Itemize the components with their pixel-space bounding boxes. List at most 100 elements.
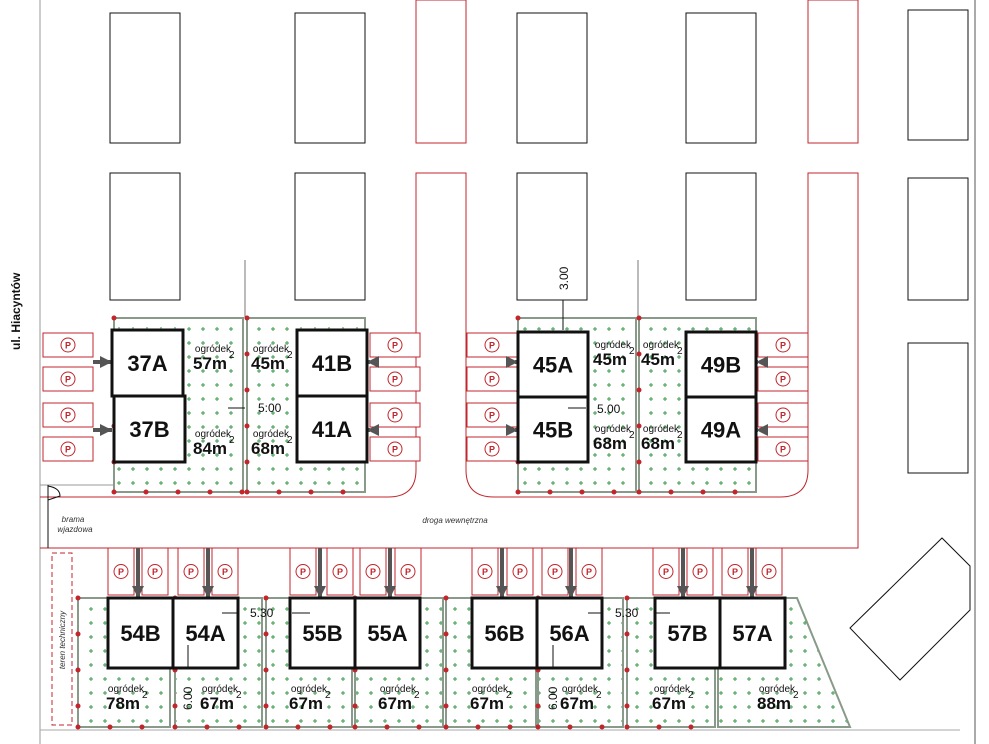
parking-symbol: P [65, 445, 71, 455]
parking-space [757, 366, 809, 392]
garden-word: ogródek [643, 424, 680, 435]
technical-area [51, 552, 73, 726]
dimension-label: 3.00 [557, 266, 571, 290]
garden-area-unit-sup: 2 [629, 346, 635, 357]
garden-area-value: 67m [378, 694, 412, 713]
fence-post [416, 724, 422, 730]
dimension-label: 5.30 [250, 606, 274, 620]
garden-word: ogródek [472, 684, 509, 695]
fence-post [624, 667, 630, 673]
parking-icon [387, 371, 403, 387]
parking-space [466, 402, 518, 428]
garden-area-value: 68m [641, 434, 675, 453]
parking-icon [60, 337, 76, 353]
garden-area-unit-sup: 2 [677, 346, 683, 357]
parking-space [466, 436, 518, 462]
technical-area-label: teren techniczny [58, 610, 67, 669]
dimension-label: 5.30 [615, 606, 639, 620]
fence-post [547, 489, 553, 495]
parking-symbol: P [780, 411, 786, 421]
parking-space [177, 547, 205, 596]
garden-area-value: 45m [593, 350, 627, 369]
unit-0[interactable]: 37A [110, 328, 185, 398]
fence-post [579, 489, 585, 495]
unit-outline [353, 596, 422, 670]
garden-area-unit-sup: 2 [142, 690, 148, 701]
parking-icon [484, 337, 500, 353]
fence-post [688, 724, 694, 730]
arrow-head-icon [565, 586, 577, 598]
fence-post [236, 724, 242, 730]
garden-area-unit-sup: 2 [325, 690, 331, 701]
unit-outline [516, 330, 590, 399]
parking-icon [761, 564, 777, 579]
garden-area-value: 67m [652, 694, 686, 713]
unit-3[interactable]: 41A [295, 394, 369, 464]
unit-5[interactable]: 45B [516, 395, 590, 464]
unit-label: 49A [701, 418, 741, 443]
parking-symbol: P [152, 567, 158, 577]
unit-12[interactable]: 56B [470, 596, 539, 670]
fence-post [636, 489, 642, 495]
garden-word: ogródek [562, 684, 599, 695]
unit-outline [653, 596, 722, 670]
parking-icon [400, 564, 416, 579]
fence-post [172, 703, 178, 709]
fence-post [143, 489, 149, 495]
garden-word: ogródek [195, 429, 232, 440]
arrow-head-icon [314, 586, 326, 598]
road-label: droga wewnętrzna [422, 516, 488, 525]
parking-icon [183, 564, 199, 579]
unit-label: 54B [120, 621, 160, 646]
garden-word: ogródek [253, 429, 290, 440]
unit-8[interactable]: 54B [106, 596, 175, 670]
parking-icon [692, 564, 708, 579]
garden-area-value: 67m [289, 694, 323, 713]
parking-icon [658, 564, 674, 579]
fence-post [515, 489, 521, 495]
fence-post [443, 667, 449, 673]
parking-space [471, 547, 499, 596]
garden-word: ogródek [108, 684, 145, 695]
unit-label: 54A [185, 621, 225, 646]
garden-area-unit-sup: 2 [596, 690, 602, 701]
unit-2[interactable]: 41B [295, 328, 369, 398]
parking-space [369, 332, 421, 358]
parking-symbol: P [188, 567, 194, 577]
garden-area-unit-sup: 2 [506, 690, 512, 701]
parking-symbol: P [586, 567, 592, 577]
unit-14[interactable]: 57B [653, 596, 722, 670]
garden-word: ogródek [202, 684, 239, 695]
unit-4[interactable]: 45A [516, 330, 590, 399]
neighbor-buildings [109, 9, 971, 681]
fence-post [668, 489, 674, 495]
garden-word: ogródek [291, 684, 328, 695]
unit-10[interactable]: 55B [288, 596, 357, 670]
fence-post [656, 724, 662, 730]
unit-6[interactable]: 49B [684, 330, 758, 399]
fence-post [263, 595, 269, 601]
parking-icon [60, 407, 76, 423]
unit-1[interactable]: 37B [112, 394, 187, 464]
parking-space [42, 366, 94, 392]
parking-icon [332, 564, 348, 579]
unit-15[interactable]: 57A [718, 596, 787, 670]
fence-post [239, 489, 245, 495]
garden-area-unit-sup: 2 [229, 350, 235, 361]
fence-post [207, 489, 213, 495]
unit-9[interactable]: 54A [171, 596, 240, 670]
fence-post [263, 724, 269, 730]
parking-symbol: P [780, 341, 786, 351]
unit-7[interactable]: 49A [684, 395, 758, 464]
unit-13[interactable]: 56A [535, 596, 604, 670]
parking-symbol: P [552, 567, 558, 577]
unit-outline [470, 596, 539, 670]
parking-symbol: P [65, 375, 71, 385]
unit-11[interactable]: 55A [353, 596, 422, 670]
garden-area-unit-sup: 2 [677, 430, 683, 441]
parking-symbol: P [517, 567, 523, 577]
fence-post [340, 489, 346, 495]
arrow-head-icon [496, 586, 508, 598]
